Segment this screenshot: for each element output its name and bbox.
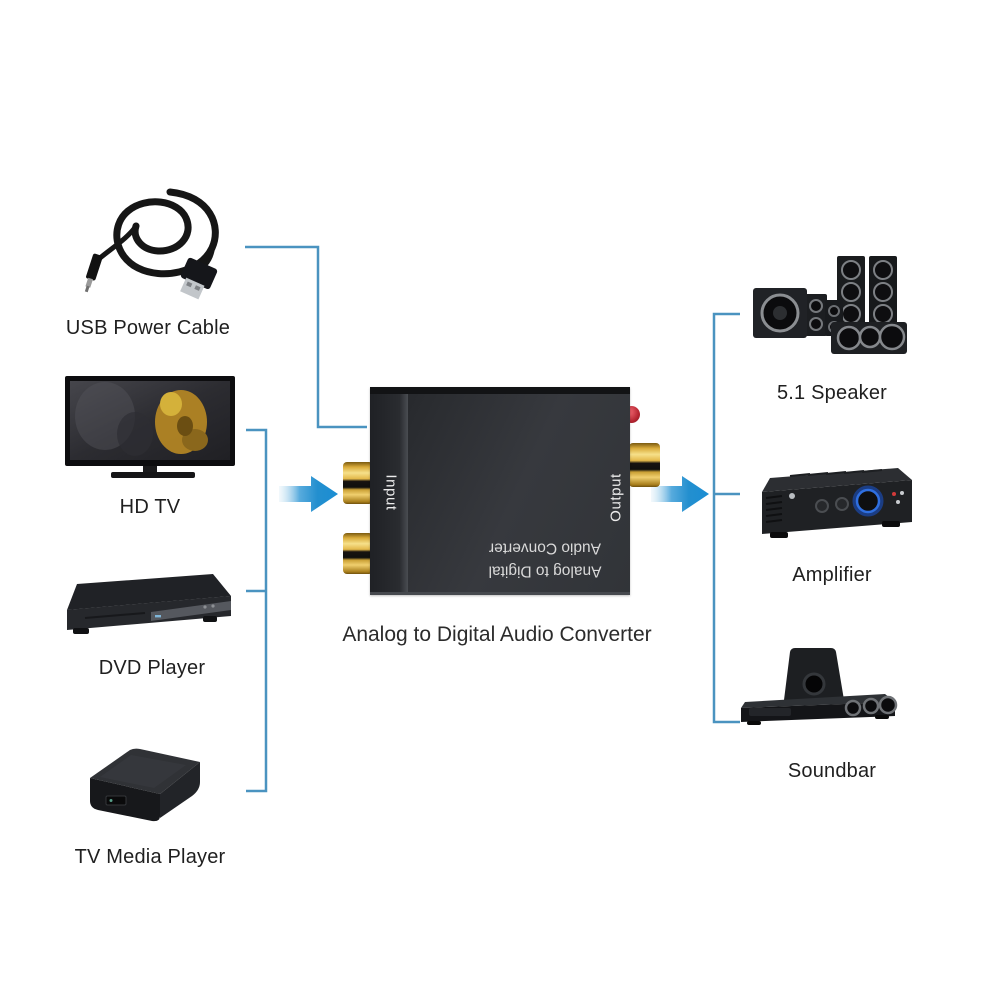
converter-printed-line1: Analog to Digital [488,562,602,580]
label-soundbar: Soundbar [787,760,877,782]
tv-media-player-image [68,738,218,836]
tv-media-player-icon [90,748,200,822]
converter-printed-text: Analog to Digital Audio Converter [455,536,635,583]
surround-speakers-icon [753,256,907,354]
soundbar-icon [741,648,898,725]
flow-arrow-input-icon [279,476,338,512]
label-surround-speaker: 5.1 Speaker [776,382,888,404]
converter-side-bevel [370,394,408,592]
soundbar-image [735,644,907,736]
usb-cable-icon [84,188,219,300]
usb-power-cable-image [70,176,240,308]
surround-speakers-image [745,250,910,365]
label-dvd-player: DVD Player [98,657,206,679]
hd-tv-image [63,376,237,486]
converter-top-edge [370,387,630,394]
converter-bottom-edge [370,592,630,595]
amplifier-image [750,464,915,552]
label-usb-power-cable: USB Power Cable [65,317,231,339]
converter-input-label: Input [382,474,400,511]
rca-output-jack [629,443,660,487]
dvd-player-icon [67,574,231,634]
rca-input-jack-2 [343,533,373,574]
converter-printed-line2: Audio Converter [489,539,602,557]
rca-input-jack-1 [343,462,373,504]
label-amplifier: Amplifier [792,564,872,586]
converter-output-label: Output [607,473,625,522]
converter-device: Input Output Analog to Digital Audio Con… [370,387,630,595]
amplifier-icon [762,468,912,538]
dvd-player-image [55,570,240,645]
hd-tv-icon [65,376,235,478]
label-hd-tv: HD TV [119,496,181,518]
label-tv-media-player: TV Media Player [74,846,226,868]
diagram-caption: Analog to Digital Audio Converter [342,623,652,646]
wire-left-bracket [246,428,268,793]
